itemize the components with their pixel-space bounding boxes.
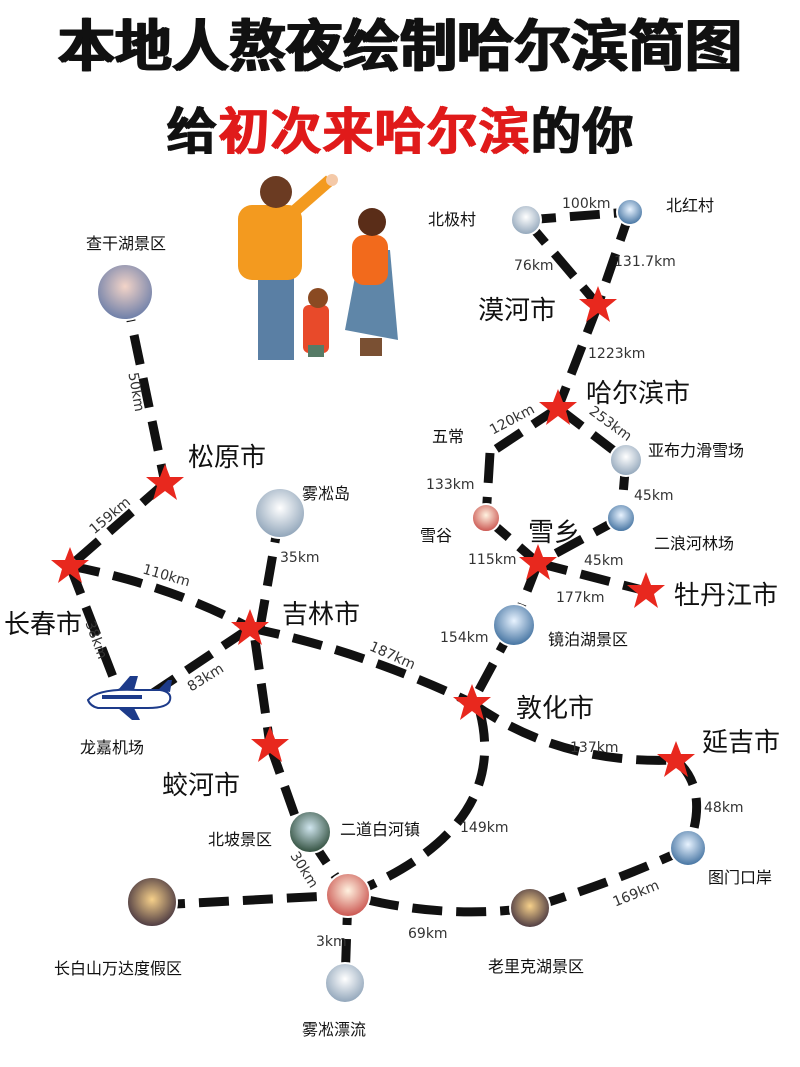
- distance-yanji-tumen: 48km: [704, 800, 744, 816]
- star-dunhua: [453, 684, 491, 720]
- spot-label-beiji: 北极村: [428, 210, 477, 229]
- thumb-beihong: [616, 198, 644, 226]
- route-dunhua-yanji: [469, 699, 677, 765]
- distance-xuexiang-dunhua: 154km: [440, 630, 489, 646]
- route-jiaohe-beipo: [265, 743, 305, 832]
- city-label-dunhua: 敦化市: [516, 694, 595, 724]
- spot-label-longjia: 龙嘉机场: [80, 738, 145, 757]
- city-label-yanji: 延吉市: [702, 728, 781, 758]
- star-jiaohe: [251, 726, 289, 762]
- city-label-mudanjiang: 牡丹江市: [674, 581, 779, 611]
- page-subtitle: 给初次来哈尔滨的你: [0, 100, 800, 164]
- route-beihong-mohe: [593, 210, 635, 307]
- distance-erdao-laolike: 69km: [408, 926, 448, 942]
- spot-label-laolike: 老里克湖景区: [488, 957, 585, 976]
- route-beiji-mohe: [522, 217, 602, 308]
- distance-wuchang-xuegu: 133km: [426, 477, 475, 493]
- thumb-yabuli: [609, 443, 643, 477]
- star-harbin: [539, 389, 577, 425]
- route-jilin-dunhua: [249, 623, 474, 708]
- spot-label-beihong: 北红村: [666, 196, 715, 215]
- star-changchun: [51, 547, 89, 583]
- city-label-jiaohe: 蛟河市: [162, 771, 241, 801]
- city-label-xuexiang: 雪乡: [528, 518, 581, 548]
- thumb-wusong: [254, 487, 306, 539]
- city-label-harbin: 哈尔滨市: [586, 379, 691, 409]
- route-xuexiang-mudanjiang: [536, 558, 648, 596]
- route-erlanghe-xuexiang: [535, 514, 624, 567]
- family-illustration: [238, 174, 398, 360]
- thumb-chagan: [96, 263, 154, 321]
- star-jilin: [231, 609, 269, 645]
- route-mohe-harbin: [553, 303, 603, 410]
- city-label-songyuan: 松原市: [188, 443, 267, 473]
- subtitle-prefix: 给: [166, 103, 218, 161]
- city-label-changchun: 长春市: [4, 610, 83, 640]
- spot-label-jingpo: 镜泊湖景区: [548, 630, 629, 649]
- spot-label-beipo: 北坡景区: [208, 830, 273, 849]
- spot-label-wuchang: 五常: [432, 427, 465, 446]
- subtitle-highlight: 初次来哈尔滨: [218, 103, 530, 161]
- airplane-icon: [86, 676, 172, 720]
- distance-beiji-mohe: 76km: [514, 258, 554, 274]
- distance-erlanghe-xuexiang: 45km: [584, 553, 624, 569]
- thumb-jingpo: [492, 603, 536, 647]
- spot-label-tumen: 图门口岸: [708, 868, 773, 887]
- spot-label-wanda: 长白山万达度假区: [54, 959, 183, 978]
- route-changchun-jilin: [69, 561, 253, 632]
- subtitle-suffix: 的你: [530, 103, 634, 161]
- thumb-wanda: [126, 876, 178, 928]
- spot-label-yabuli: 亚布力滑雪场: [648, 441, 745, 460]
- thumb-beipo: [288, 810, 332, 854]
- spot-thumbnails: [96, 198, 707, 1004]
- distance-beiji-beihong: 100km: [562, 196, 611, 212]
- distance-mohe-harbin: 1223km: [588, 346, 646, 362]
- route-changchun-airport: [65, 564, 125, 697]
- route-harbin-wuchang: [487, 404, 561, 457]
- distance-dunhua-erdao: 149km: [460, 820, 509, 836]
- spot-label-erdao: 二道白河镇: [340, 820, 421, 839]
- route-beiji-beihong: [525, 207, 631, 225]
- spot-label-wusong: 雾凇岛: [302, 484, 351, 503]
- spot-label-chagan: 查干湖景区: [86, 234, 167, 253]
- route-jilin-jiaohe: [250, 639, 275, 746]
- distance-erdao-rafting: 3km: [316, 934, 347, 950]
- route-songyuan-changchun: [67, 479, 168, 570]
- distance-beihong-mohe: 131.7km: [614, 254, 676, 270]
- city-label-jilin: 吉林市: [282, 600, 361, 630]
- route-laolike-erdao: [346, 890, 531, 917]
- thumb-beiji: [510, 204, 542, 236]
- city-stars: [51, 286, 695, 777]
- route-wanda-erdao: [154, 890, 349, 910]
- thumb-tumen: [669, 829, 707, 867]
- star-yanji: [657, 741, 695, 777]
- spot-label-xuegu: 雪谷: [420, 526, 453, 545]
- thumb-erlanghe: [606, 503, 636, 533]
- distance-xuegu-xuexiang: 115km: [468, 552, 517, 568]
- star-mohe: [579, 286, 617, 322]
- distance-xuexiang-mudanjiang: 177km: [556, 590, 605, 606]
- route-dunhua-erdao: [346, 710, 490, 900]
- thumb-rafting: [324, 962, 366, 1004]
- star-xuexiang: [519, 544, 557, 580]
- spot-label-erlanghe: 二浪河林场: [654, 534, 735, 553]
- star-mudanjiang: [627, 572, 665, 608]
- distance-wusong-jilin: 35km: [280, 550, 320, 566]
- spot-label-rafting: 雾凇漂流: [302, 1020, 367, 1039]
- thumb-laolike: [509, 887, 551, 929]
- route-chagan-songyuan: [120, 291, 170, 484]
- page-title: 本地人熬夜绘制哈尔滨简图: [58, 15, 742, 80]
- distance-yabuli-erlanghe: 45km: [634, 488, 674, 504]
- route-tumen-laolike: [528, 843, 690, 913]
- distance-dunhua-yanji: 137km: [570, 740, 619, 756]
- city-label-mohe: 漠河市: [478, 296, 557, 326]
- star-songyuan: [146, 464, 184, 500]
- thumb-xuegu: [471, 503, 501, 533]
- thumb-erdao: [325, 872, 371, 918]
